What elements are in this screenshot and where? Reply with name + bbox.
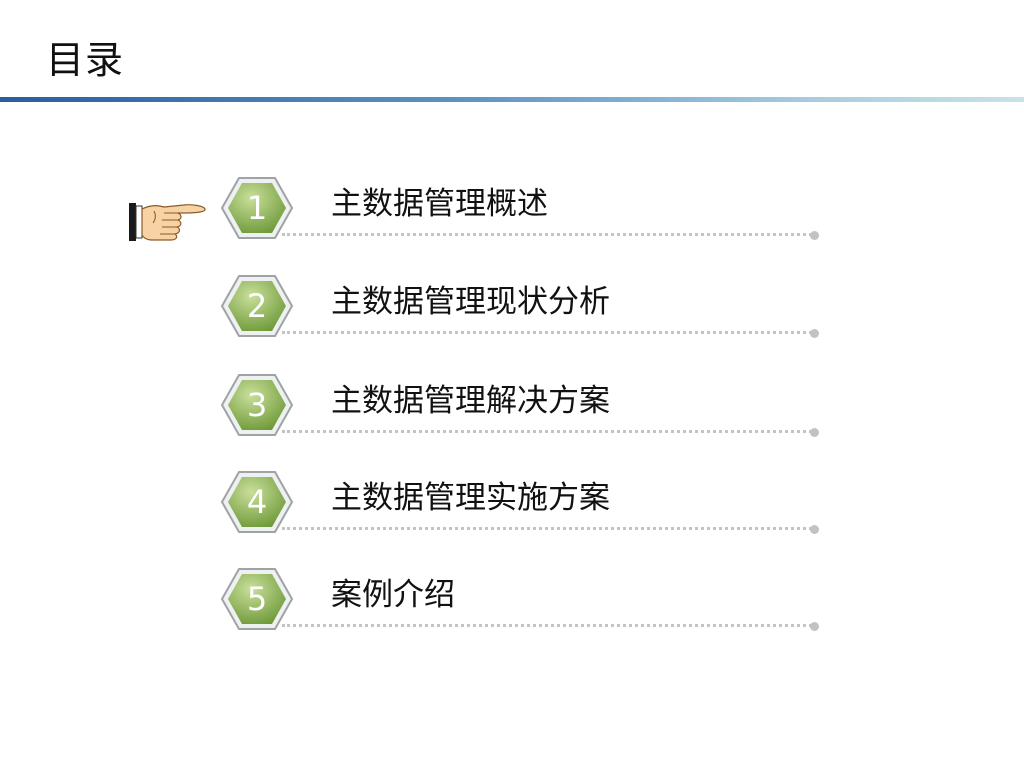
item-label: 主数据管理概述 bbox=[331, 186, 548, 222]
hexagon-badge: 4 bbox=[220, 470, 294, 534]
toc-item[interactable]: 5 案例介绍 bbox=[0, 567, 1024, 637]
divider-end-dot bbox=[810, 428, 819, 437]
item-number: 1 bbox=[246, 189, 268, 227]
dotted-divider bbox=[282, 233, 812, 236]
dotted-divider bbox=[282, 430, 812, 433]
toc-item[interactable]: 1 主数据管理概述 bbox=[0, 176, 1024, 246]
hexagon-badge: 2 bbox=[220, 274, 294, 338]
item-label: 案例介绍 bbox=[331, 577, 455, 613]
divider-end-dot bbox=[810, 231, 819, 240]
item-number: 3 bbox=[246, 386, 268, 424]
item-label: 主数据管理解决方案 bbox=[331, 383, 610, 419]
item-number: 4 bbox=[246, 483, 268, 521]
toc-item[interactable]: 2 主数据管理现状分析 bbox=[0, 274, 1024, 344]
item-number: 5 bbox=[246, 580, 268, 618]
dotted-divider bbox=[282, 331, 812, 334]
divider-end-dot bbox=[810, 525, 819, 534]
toc-item[interactable]: 4 主数据管理实施方案 bbox=[0, 470, 1024, 540]
page-title: 目录 bbox=[46, 38, 125, 82]
toc-item[interactable]: 3 主数据管理解决方案 bbox=[0, 373, 1024, 443]
dotted-divider bbox=[282, 624, 812, 627]
hexagon-badge: 1 bbox=[220, 176, 294, 240]
item-label: 主数据管理实施方案 bbox=[331, 480, 610, 516]
hexagon-badge: 3 bbox=[220, 373, 294, 437]
divider-end-dot bbox=[810, 329, 819, 338]
dotted-divider bbox=[282, 527, 812, 530]
item-label: 主数据管理现状分析 bbox=[331, 284, 610, 320]
hexagon-badge: 5 bbox=[220, 567, 294, 631]
item-number: 2 bbox=[246, 287, 268, 325]
pointing-hand-icon bbox=[126, 197, 210, 247]
divider-end-dot bbox=[810, 622, 819, 631]
title-divider bbox=[0, 97, 1024, 102]
